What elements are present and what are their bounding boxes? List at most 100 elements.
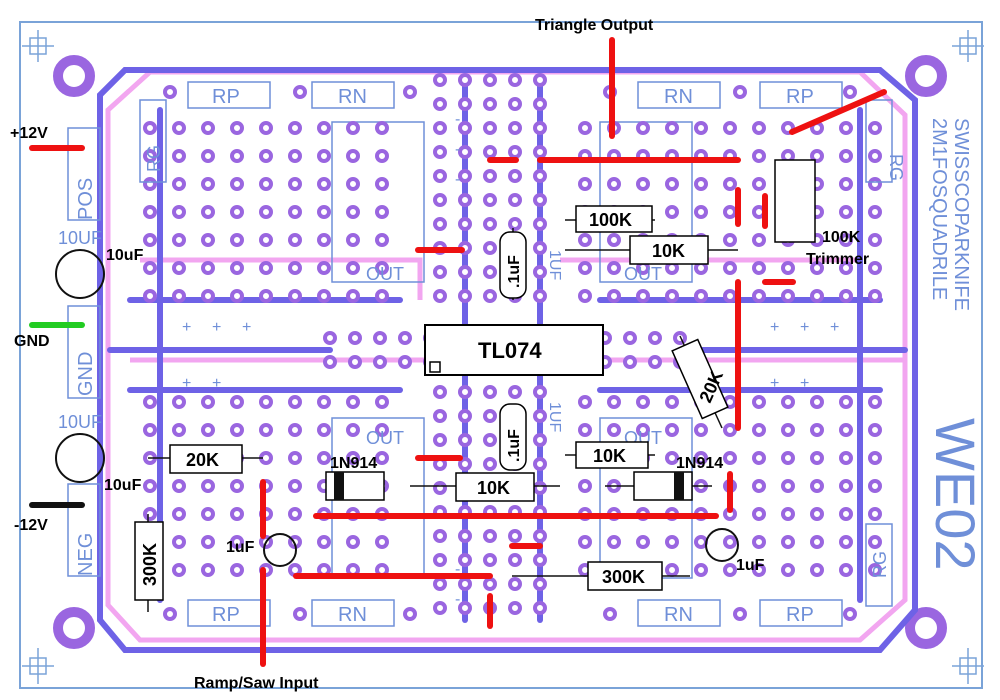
pad bbox=[483, 193, 497, 207]
pad bbox=[607, 535, 621, 549]
silk-rg-tr: RG bbox=[886, 154, 906, 181]
pad bbox=[375, 423, 389, 437]
pad bbox=[288, 149, 302, 163]
pad bbox=[403, 85, 417, 99]
pad bbox=[508, 601, 522, 615]
pad bbox=[508, 145, 522, 159]
pad bbox=[201, 535, 215, 549]
pad bbox=[868, 423, 882, 437]
pad bbox=[607, 261, 621, 275]
silk-board-line1: SWISSCOPARKNIFE bbox=[950, 118, 972, 311]
pad bbox=[398, 355, 412, 369]
pad bbox=[665, 535, 679, 549]
pad bbox=[810, 261, 824, 275]
silk-minus-5: - bbox=[455, 591, 460, 608]
silkscreen-text: POS GND NEG 10UF 10UF RG RG RG SWISSCOPA… bbox=[58, 111, 987, 608]
silk-out-tr: OUT bbox=[624, 264, 662, 284]
pad bbox=[317, 205, 331, 219]
pad bbox=[346, 177, 360, 191]
pad bbox=[433, 409, 447, 423]
silk-plus-10: + bbox=[800, 375, 809, 392]
resistor-100k-top bbox=[575, 205, 653, 233]
resistor-10k-mid bbox=[575, 441, 649, 469]
ic-tl074: TL074 bbox=[424, 324, 604, 376]
pad bbox=[508, 217, 522, 231]
pad bbox=[839, 121, 853, 135]
silk-out-tl: OUT bbox=[366, 264, 404, 284]
rp-box-br bbox=[759, 599, 843, 627]
pad bbox=[288, 177, 302, 191]
pad bbox=[723, 121, 737, 135]
rp-box-tl bbox=[187, 81, 271, 109]
pad bbox=[810, 563, 824, 577]
pad bbox=[781, 479, 795, 493]
pad bbox=[810, 423, 824, 437]
label-diode-left: 1N914 bbox=[330, 455, 377, 472]
pad bbox=[810, 451, 824, 465]
pad bbox=[458, 409, 472, 423]
resistor-20k-diag bbox=[671, 338, 729, 420]
pad bbox=[458, 601, 472, 615]
pad bbox=[259, 233, 273, 247]
pad bbox=[230, 507, 244, 521]
label-diode-right: 1N914 bbox=[676, 455, 723, 472]
pad bbox=[636, 177, 650, 191]
pad bbox=[694, 451, 708, 465]
pad bbox=[533, 529, 547, 543]
pad bbox=[201, 479, 215, 493]
pad bbox=[483, 409, 497, 423]
pad bbox=[458, 265, 472, 279]
pad bbox=[375, 289, 389, 303]
pad bbox=[433, 433, 447, 447]
pad bbox=[201, 395, 215, 409]
pad bbox=[533, 433, 547, 447]
pad bbox=[288, 451, 302, 465]
pad bbox=[259, 177, 273, 191]
pad bbox=[673, 331, 687, 345]
pad bbox=[483, 73, 497, 87]
pad bbox=[230, 261, 244, 275]
pad bbox=[533, 169, 547, 183]
pad bbox=[288, 423, 302, 437]
pad bbox=[433, 169, 447, 183]
pad bbox=[723, 535, 737, 549]
pad bbox=[259, 261, 273, 275]
pad bbox=[839, 563, 853, 577]
pad bbox=[433, 97, 447, 111]
pad bbox=[578, 535, 592, 549]
pad bbox=[143, 205, 157, 219]
pad bbox=[230, 205, 244, 219]
pad bbox=[375, 121, 389, 135]
pad bbox=[348, 355, 362, 369]
pad bbox=[636, 289, 650, 303]
pad bbox=[607, 395, 621, 409]
label-300k-left: 300K bbox=[140, 543, 160, 586]
pad bbox=[458, 457, 472, 471]
pad bbox=[288, 289, 302, 303]
pad bbox=[665, 177, 679, 191]
pad bbox=[868, 205, 882, 219]
pad bbox=[533, 481, 547, 495]
pad bbox=[163, 85, 177, 99]
pad bbox=[201, 233, 215, 247]
silk-neg: NEG bbox=[75, 533, 97, 576]
pad bbox=[781, 507, 795, 521]
pad bbox=[230, 423, 244, 437]
rp-box-bl bbox=[187, 599, 271, 627]
corner-marks bbox=[22, 30, 984, 684]
pad bbox=[868, 149, 882, 163]
pad bbox=[781, 395, 795, 409]
pad bbox=[483, 169, 497, 183]
pad bbox=[868, 261, 882, 275]
pad bbox=[868, 507, 882, 521]
pad bbox=[839, 177, 853, 191]
pad bbox=[172, 289, 186, 303]
pad bbox=[288, 395, 302, 409]
silk-minus-4: - bbox=[455, 561, 460, 578]
pad bbox=[533, 409, 547, 423]
pad bbox=[373, 331, 387, 345]
pad bbox=[483, 553, 497, 567]
label-10k-mid: 10K bbox=[593, 446, 626, 466]
pad bbox=[259, 121, 273, 135]
pad bbox=[533, 217, 547, 231]
